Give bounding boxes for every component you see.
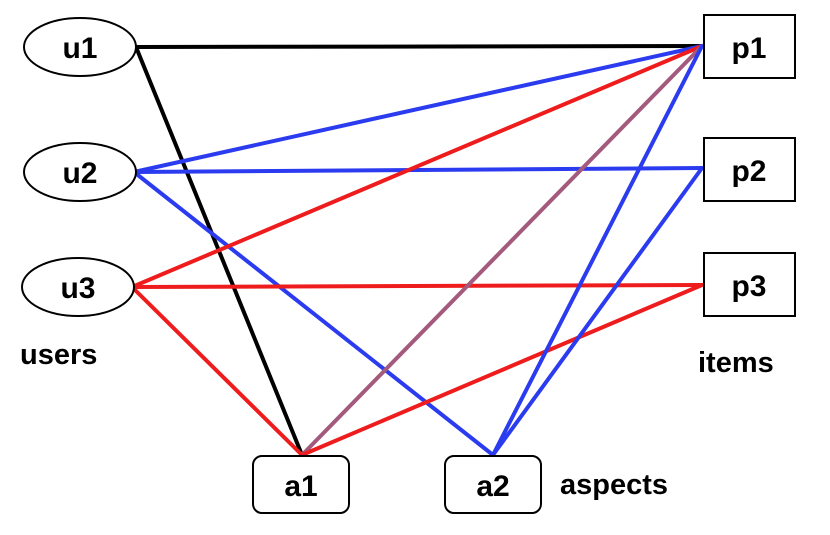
node-p2: p2: [703, 137, 796, 202]
node-a2-label: a2: [476, 470, 509, 503]
users-group-label: users: [20, 339, 97, 371]
node-u2: u2: [23, 142, 137, 202]
node-p1-label: p1: [731, 32, 766, 65]
edges: [130, 44, 704, 457]
node-p1: p1: [703, 14, 796, 79]
edge-a1-p3: [300, 283, 704, 457]
node-p3: p3: [703, 252, 796, 317]
edge-u1-p1: [134, 44, 704, 49]
node-a1-label: a1: [284, 470, 317, 503]
edge-u2-p2: [132, 166, 704, 174]
edge-a1-p1: [300, 44, 704, 457]
node-a2: a2: [444, 455, 542, 514]
edge-a2-p1: [491, 44, 704, 457]
node-u1: u1: [23, 17, 137, 77]
edge-u3-a1: [130, 285, 304, 457]
node-u1-label: u1: [62, 32, 97, 65]
node-u2-label: u2: [62, 157, 97, 190]
node-p2-label: p2: [731, 155, 766, 188]
edge-u2-a2: [132, 170, 495, 457]
node-p3-label: p3: [731, 270, 766, 303]
edge-u3-p1: [130, 44, 704, 289]
edge-u3-p3: [130, 283, 704, 289]
node-a1: a1: [252, 455, 350, 514]
edge-a2-p2: [491, 166, 704, 457]
node-u3-label: u3: [60, 272, 95, 305]
node-u3: u3: [21, 257, 135, 317]
items-group-label: items: [698, 347, 774, 379]
aspects-group-label: aspects: [560, 469, 668, 501]
edge-u2-p1: [132, 44, 704, 174]
